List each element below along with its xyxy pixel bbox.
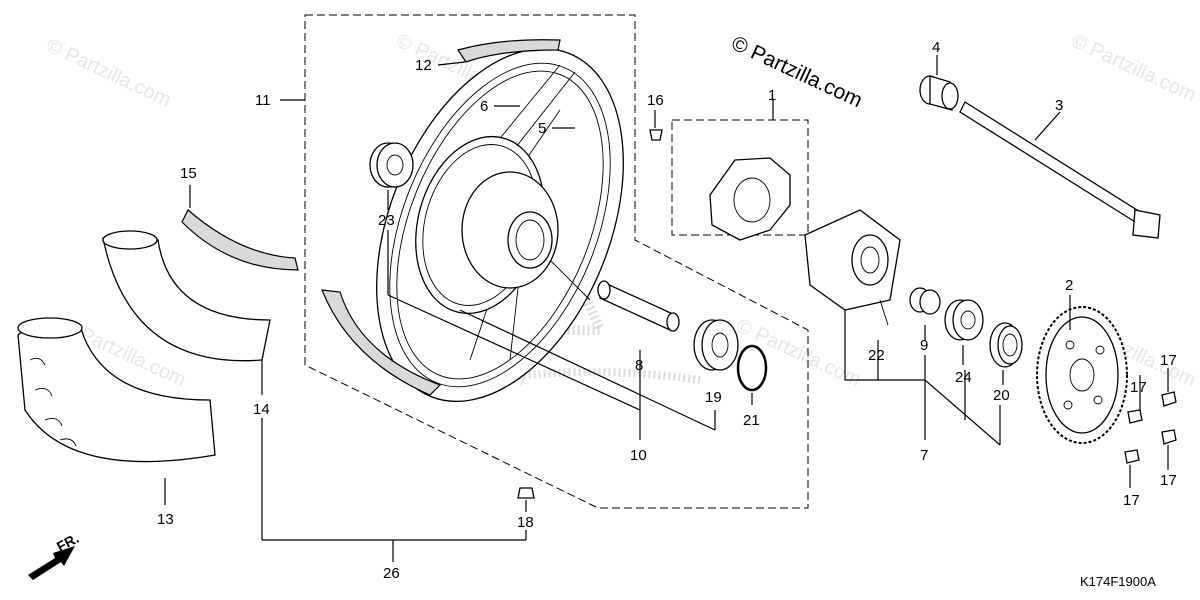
callout-3: 3 [1055,97,1063,114]
callout-5: 5 [538,120,546,137]
callout-9: 9 [920,337,928,354]
callout-17: 17 [1130,379,1147,396]
wheel-assembly-outline [304,14,809,509]
watermark: © Partzilla.com [1068,30,1199,107]
bearing-23 [369,142,414,188]
diagram-code: K174F1900A [1080,574,1156,589]
rim-band [457,39,561,63]
callout-4: 4 [932,39,940,56]
callout-26: 26 [383,565,400,582]
circlip [736,344,768,392]
leader-lines [164,55,1169,562]
bearing-19 [693,319,739,371]
callout-17: 17 [1160,352,1177,369]
callout-21: 21 [743,412,760,429]
callout-20: 20 [993,387,1010,404]
callout-15: 15 [180,165,197,182]
callout-16: 16 [647,92,664,109]
tire [17,317,216,463]
callout-17: 17 [1123,492,1140,509]
axle-collar [919,75,959,111]
callout-13: 13 [157,511,174,528]
damper-rubber [709,157,791,241]
callout-6: 6 [480,98,488,115]
callout-24: 24 [955,369,972,386]
distance-collar [597,280,680,332]
watermark: © Partzilla.com [43,35,174,112]
callout-17: 17 [1160,472,1177,489]
callout-2: 2 [1065,277,1073,294]
inner-tube [102,230,271,362]
callouts: 1 2 3 4 5 6 7 8 9 10 11 12 13 14 15 16 1… [157,39,1177,582]
rim-band-15 [181,209,299,271]
sprocket-nuts [1124,391,1177,464]
partzilla-watermark: © Partzilla.com [728,32,866,113]
final-driven-sprocket [1036,306,1128,444]
rim-strip-lower [321,289,442,396]
callout-19: 19 [705,389,722,406]
bearing-24 [944,299,984,341]
callout-23: 23 [378,212,395,229]
callout-8: 8 [635,357,643,374]
callout-12: 12 [415,57,432,74]
oil-seal [989,322,1023,368]
valve-stem [649,129,663,141]
driven-flange [804,209,901,326]
front-direction-marker: FR. [28,530,81,580]
callout-18: 18 [517,514,534,531]
flange-collar [909,287,941,315]
callout-10: 10 [630,447,647,464]
callout-7: 7 [920,447,928,464]
callout-14: 14 [253,401,270,418]
callout-22: 22 [868,347,885,364]
front-label: FR. [54,530,81,555]
valve-nut [517,487,535,499]
callout-1: 1 [768,87,776,104]
axle [959,101,1161,239]
wheel-hub [415,135,559,315]
callout-11: 11 [255,92,271,109]
damper-box-outline [671,119,809,236]
